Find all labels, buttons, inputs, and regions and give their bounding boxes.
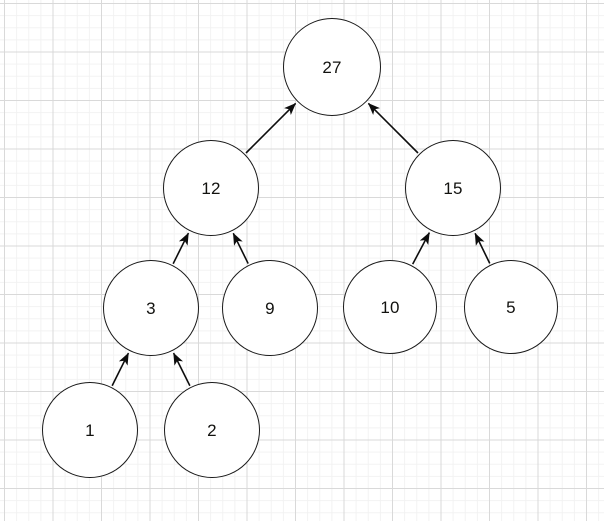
tree-node-1[interactable]: 1 [42, 382, 138, 478]
tree-edge-n2-to-n3 [172, 352, 191, 387]
tree-edge-n5-to-n15 [474, 232, 491, 264]
node-label: 3 [146, 298, 156, 318]
tree-node-5[interactable]: 5 [464, 260, 558, 354]
tree-edge-n3-to-n12 [172, 232, 190, 265]
node-label: 2 [207, 420, 217, 440]
node-label: 10 [380, 297, 400, 317]
tree-node-10[interactable]: 10 [343, 260, 437, 354]
tree-edge-n15-to-n27 [367, 102, 419, 154]
tree-edge-n10-to-n15 [411, 232, 431, 265]
tree-edge-n12-to-n27 [245, 102, 297, 154]
node-label: 5 [506, 297, 516, 317]
node-label: 12 [201, 178, 221, 198]
node-label: 27 [322, 57, 342, 77]
node-label: 9 [265, 298, 275, 318]
tree-node-15[interactable]: 15 [405, 140, 501, 236]
tree-node-9[interactable]: 9 [222, 260, 318, 356]
tree-node-12[interactable]: 12 [163, 140, 259, 236]
node-label: 1 [85, 420, 95, 440]
tree-edge-n1-to-n3 [111, 352, 130, 387]
node-label: 15 [443, 178, 463, 198]
tree-node-3[interactable]: 3 [103, 260, 199, 356]
tree-node-27[interactable]: 27 [283, 18, 381, 116]
tree-edge-n9-to-n12 [232, 232, 249, 264]
tree-node-2[interactable]: 2 [164, 382, 260, 478]
